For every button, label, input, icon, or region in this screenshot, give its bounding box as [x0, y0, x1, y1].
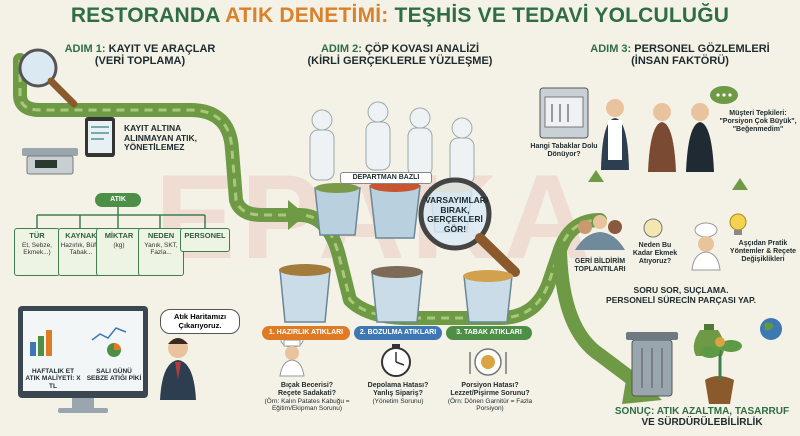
waiter-icon [601, 99, 714, 172]
step3-slogan: SORU SOR, SUÇLAMA. PERSONELİ SÜRECİN PAR… [596, 285, 766, 305]
category-head: TÜR [29, 231, 45, 240]
result-line-1: SONUÇ: ATIK AZALTMA, TASARRUF [614, 406, 790, 417]
meeting-caption: GERİ BİLDİRİM TOPLANTILARI [574, 258, 626, 273]
title-part-2: ATIK DENETİMİ: [225, 4, 389, 27]
path-arrowhead-2 [288, 200, 306, 230]
step1-number: ADIM 1: [64, 43, 106, 55]
clock-icon [381, 344, 411, 377]
bin-label-spoilage: 2. BOZULMA ATIKLARI [354, 326, 442, 340]
scale-icon [22, 148, 78, 175]
globe-icon [760, 318, 782, 340]
spoilage-question-2: Yanlış Sipariş? [373, 389, 423, 397]
prep-questions: Bıçak Becerisi? Reçete Sadakati? (Örn: K… [252, 382, 362, 412]
meeting-group-icon [575, 215, 625, 250]
cycle-arrows [588, 170, 748, 190]
plant-icon [700, 337, 742, 404]
plate-questions: Porsiyon Hatası? Lezzet/Pişirme Sorunu? … [440, 382, 540, 412]
title-part-3: TEŞHİS VE TEDAVİ YOLCULUĞU [394, 4, 730, 27]
category-head: MİKTAR [104, 231, 134, 240]
step3-heading: ADIM 3: PERSONEL GÖZLEMLERİ (İNSAN FAKTÖ… [585, 43, 775, 68]
journey-path-final [553, 243, 647, 392]
page-title: RESTORANDA ATIK DENETİMİ: TEŞHİS VE TEDA… [0, 4, 800, 28]
bread-question: Neden Bu Kadar Ekmek Atıyoruz? [632, 242, 678, 265]
waste-root-node: ATIK [95, 193, 141, 207]
step2-heading: ADIM 2: ÇÖP KOVASI ANALİZİ (KİRLİ GERÇEK… [300, 43, 500, 68]
question-icon [643, 218, 663, 238]
magnifier-caption: VARSAYIMLARI BIRAK, GERÇEKLERİ GÖR! [425, 195, 489, 234]
plate-question-1: Porsiyon Hatası? [461, 382, 519, 389]
plate-note: (Örn: Dönen Garnitür = Fazla Porsiyon) [447, 397, 533, 412]
step1-title: KAYIT VE ARAÇLAR [108, 43, 216, 55]
spoilage-question-1: Depolama Hatası? [367, 382, 429, 389]
category-head: NEDEN [147, 231, 175, 240]
step3-subtitle: (İNSAN FAKTÖRÜ) [631, 55, 729, 68]
dishwasher-icon [539, 87, 589, 139]
step2-title: ÇÖP KOVASI ANALİZİ [364, 43, 480, 55]
customer-feedback: Müşteri Tepkileri: "Porsiyon Çok Büyük",… [718, 110, 798, 133]
computer-monitor-icon [18, 306, 148, 413]
step1-note: KAYIT ALTINA ALINMAYAN ATIK, YÖNETİLEMEZ [124, 123, 198, 153]
chef-methods: Aşçıdan Pratik Yöntemler & Reçete Değişi… [729, 240, 797, 263]
dashboard-left-text: HAFTALIK ET ATIK MALİYETİ: X TL [25, 368, 81, 390]
slogan-line-2: PERSONELİ SÜRECİN PARÇASI YAP. [606, 294, 756, 305]
category-personel: PERSONEL [180, 228, 230, 252]
title-part-1: RESTORANDA [70, 4, 220, 27]
hazmat-worker-icon [309, 101, 475, 185]
slogan-line-1: SORU SOR, SUÇLAMA. [633, 285, 729, 295]
category-head: KAYNAK [65, 231, 97, 240]
magnifier-icon [18, 48, 78, 108]
plate-icon [469, 348, 507, 376]
tablet-icon [85, 117, 115, 157]
speech-bubble-icon [710, 86, 738, 104]
category-tur: TÜR Et, Sebze, Ekmek...) [14, 228, 60, 276]
plate-question-2: Lezzet/Pişirme Sorunu? [450, 389, 530, 397]
category-neden: NEDEN Yanık, SKT, Fazla... [138, 228, 184, 276]
step3-title: PERSONEL GÖZLEMLERİ [634, 43, 770, 55]
prep-question-1: Bıçak Becerisi? [280, 382, 334, 389]
bin-label-plate: 3. TABAK ATIKLARI [446, 326, 532, 340]
prep-question-2: Reçete Sadakati? [278, 389, 336, 397]
chef-icon-2 [691, 222, 721, 271]
category-body: Hazırlık, Büfe, Tabak... [60, 242, 102, 257]
result-line-2: VE SÜRDÜRÜLEBİLİRLİK [641, 417, 763, 429]
manager-speech-bubble: Atık Haritamızı Çıkarıyoruz. [160, 309, 240, 335]
spoilage-questions: Depolama Hatası? Yanlış Sipariş? (Yöneti… [346, 382, 450, 405]
lightbulb-icon [729, 213, 747, 235]
feedback-quote: "Porsiyon Çok Büyük", "Beğenmedim" [719, 117, 797, 133]
department-label: DEPARTMAN BAZLI [340, 172, 432, 184]
category-tree-lines [36, 206, 206, 228]
trash-bin-icon-row [279, 264, 513, 323]
step2-subtitle: (KİRLİ GERÇEKLERLE YÜZLEŞME) [307, 55, 493, 68]
magnifier-icon-large [418, 177, 520, 277]
step3-number: ADIM 3: [590, 43, 632, 55]
step1-heading: ADIM 1: KAYIT VE ARAÇLAR (VERİ TOPLAMA) [60, 43, 220, 68]
result-banner: SONUÇ: ATIK AZALTMA, TASARRUF VE SÜRDÜRÜ… [605, 406, 799, 428]
spoilage-note: (Yönetim Sorunu) [372, 397, 424, 405]
category-miktar: MİKTAR (kg) [96, 228, 142, 276]
feedback-title: Müşteri Tepkileri: [729, 110, 787, 117]
manager-icon [160, 338, 196, 400]
category-body: Et, Sebze, Ekmek...) [22, 242, 52, 257]
plates-question: Hangi Tabaklar Dolu Dönüyor? [530, 143, 598, 158]
trash-bin-icon-final [626, 332, 678, 397]
step1-subtitle: (VERİ TOPLAMA) [94, 55, 186, 68]
category-body: Yanık, SKT, Fazla... [144, 242, 178, 257]
dashboard-right-text: SALI GÜNÜ SEBZE ATIĞI PİKİ [86, 368, 142, 383]
bin-label-prep: 1. HAZIRLIK ATIKLARI [262, 326, 350, 340]
prep-note: (Örn: Kalın Patates Kabuğu = Eğitim/Ekip… [264, 397, 350, 412]
category-head: PERSONEL [184, 231, 226, 240]
category-body: (kg) [113, 242, 125, 249]
step2-number: ADIM 2: [320, 43, 362, 55]
